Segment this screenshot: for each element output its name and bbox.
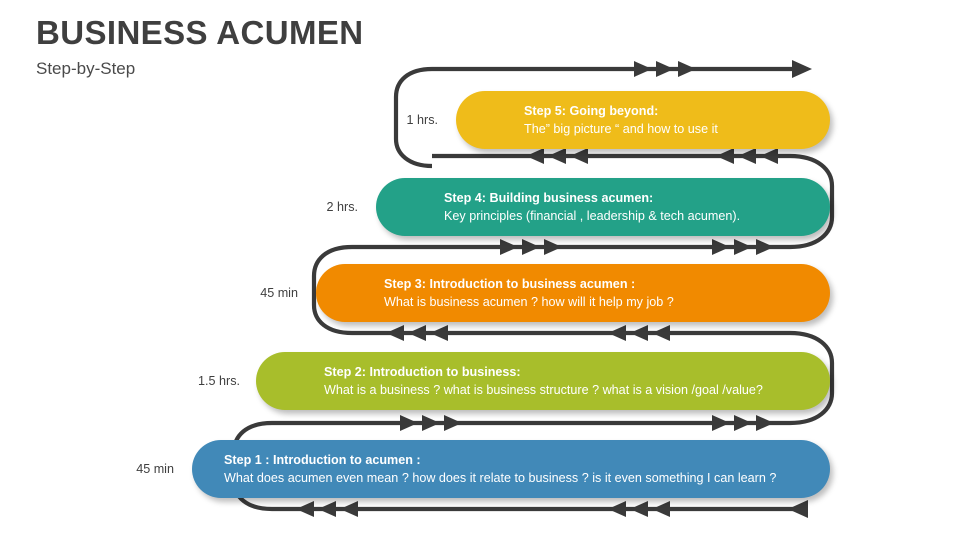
step-detail-2: What is a business ? what is business st… (324, 383, 763, 397)
step-heading-1: Step 1 : Introduction to acumen : (224, 452, 421, 467)
step-text-wrap-4: Step 4: Building business acumen: Key pr… (376, 189, 830, 226)
step-bar-1[interactable]: Step 1 : Introduction to acumen : What d… (192, 440, 830, 498)
step-bar-4[interactable]: Step 4: Building business acumen: Key pr… (376, 178, 830, 236)
page-subtitle: Step-by-Step (36, 58, 136, 78)
step-row-3: 45 min Step 3: Introduction to business … (260, 264, 830, 322)
step-heading-2: Step 2: Introduction to business: (324, 364, 521, 379)
connector-3-to-2-chevrons (386, 325, 670, 341)
duration-label-step-3: 45 min (260, 286, 298, 300)
step-heading-3: Step 3: Introduction to business acumen … (384, 276, 636, 291)
step-row-4: 2 hrs. Step 4: Building business acumen:… (327, 178, 830, 236)
step-detail-5: The” big picture “ and how to use it (524, 122, 718, 136)
page-title: BUSINESS ACUMEN (36, 14, 364, 51)
step-text-wrap-1: Step 1 : Introduction to acumen : What d… (192, 451, 830, 488)
duration-label-step-1: 45 min (136, 462, 174, 476)
step-text-wrap-2: Step 2: Introduction to business: What i… (256, 363, 830, 400)
duration-label-step-4: 2 hrs. (326, 200, 359, 214)
step-bar-5[interactable]: Step 5: Going beyond: The” big picture “… (456, 91, 830, 149)
connector-4-to-3-chevrons (500, 239, 774, 255)
step-detail-3: What is business acumen ? how will it he… (384, 295, 674, 309)
connector-top-chevrons (634, 60, 812, 78)
header: BUSINESS ACUMEN Step-by-Step (36, 14, 556, 79)
step-bar-3[interactable]: Step 3: Introduction to business acumen … (316, 264, 830, 322)
step-bar-2[interactable]: Step 2: Introduction to business: What i… (256, 352, 830, 410)
duration-label-step-2: 1.5 hrs. (198, 374, 240, 388)
step-text-wrap-5: Step 5: Going beyond: The” big picture “… (456, 102, 830, 139)
step-text-wrap-3: Step 3: Introduction to business acumen … (316, 275, 830, 312)
connector-5-to-4-chevrons (526, 148, 778, 164)
step-heading-4: Step 4: Building business acumen: (444, 190, 654, 205)
step-heading-5: Step 5: Going beyond: (524, 103, 659, 118)
duration-label-step-5: 1 hrs. (406, 113, 439, 127)
step-row-2: 1.5 hrs. Step 2: Introduction to busines… (198, 352, 830, 410)
step-row-1: 45 min Step 1 : Introduction to acumen :… (136, 440, 830, 498)
step-row-5: 1 hrs. Step 5: Going beyond: The” big pi… (407, 91, 830, 149)
step-detail-1: What does acumen even mean ? how does it… (224, 471, 777, 485)
connector-2-to-1-chevrons (400, 415, 774, 431)
connector-bottom-chevrons (296, 500, 808, 518)
step-detail-4: Key principles (financial , leadership &… (444, 209, 741, 223)
